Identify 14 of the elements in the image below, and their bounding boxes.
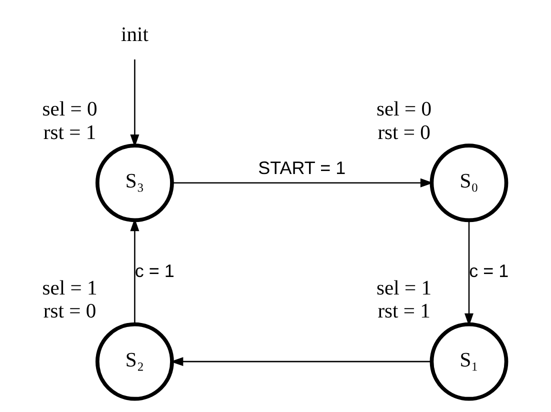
node-label: sel = 0 rst = 1 bbox=[42, 98, 98, 144]
node-circle: S₃ bbox=[96, 144, 174, 222]
node-label: sel = 0 rst = 0 bbox=[376, 98, 432, 144]
node-label: sel = 1 rst = 1 bbox=[376, 277, 432, 323]
node-circle: S₂ bbox=[96, 322, 174, 401]
arrow bbox=[130, 218, 140, 324]
node-circle: S₀ bbox=[430, 144, 508, 222]
edge-label: START = 1 bbox=[258, 158, 346, 178]
edge-label: c = 1 bbox=[469, 260, 509, 281]
node-label: sel = 1 rst = 0 bbox=[42, 277, 98, 323]
node-circle: S₁ bbox=[430, 322, 508, 401]
arrow bbox=[464, 220, 474, 326]
node-text: init bbox=[121, 24, 148, 46]
edge-label: c = 1 bbox=[134, 260, 174, 281]
